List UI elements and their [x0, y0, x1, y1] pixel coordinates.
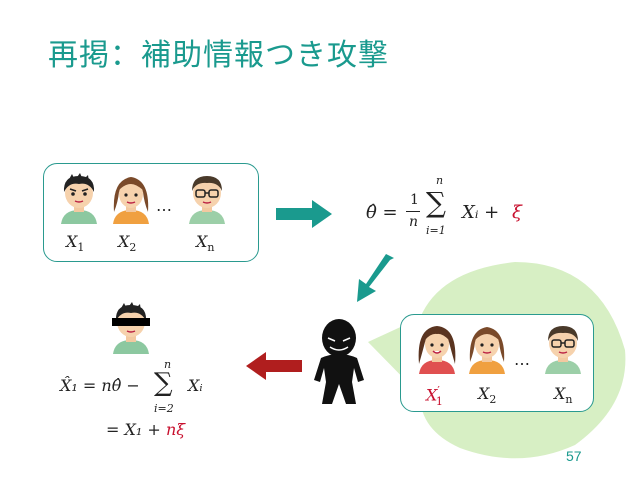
- sum-lower-limit: i=2: [154, 402, 174, 415]
- girl-avatar-icon: [113, 177, 149, 224]
- fraction-numerator: 1: [410, 192, 419, 208]
- estimator-formula: θ̂ = 1 n n ∑ i=1 Xᵢ + ξ: [366, 174, 566, 252]
- masked-attacker-icon: [314, 319, 364, 404]
- theta-hat-lhs: θ̂ =: [366, 202, 398, 223]
- summation-sign: ∑: [154, 368, 173, 398]
- noise-term: ξ: [512, 202, 522, 223]
- sum-term: Xᵢ: [188, 376, 203, 395]
- ellipsis: …: [156, 196, 172, 215]
- left-arrow-icon: [246, 352, 302, 380]
- boy-avatar-icon: [61, 173, 97, 224]
- label-x1-prime: X′1: [426, 384, 443, 408]
- fraction-denominator: n: [409, 214, 419, 230]
- slide-title: 再掲：補助情報つき攻撃: [48, 38, 389, 73]
- girl-avatar-icon: [469, 327, 505, 374]
- sum-lower-limit: i=1: [426, 224, 446, 237]
- sum-upper-limit: n: [436, 174, 444, 187]
- label-x2: X2: [118, 232, 137, 255]
- fraction-bar: [406, 211, 420, 212]
- down-left-arrow-icon: [357, 254, 394, 302]
- page-number: 57: [566, 448, 582, 464]
- right-arrow-icon: [276, 200, 332, 228]
- label-xn: Xn: [196, 232, 215, 255]
- glasses-man-avatar-icon: [189, 176, 225, 224]
- x1-hat-lhs: X̂₁ = nθ̂ −: [60, 376, 140, 395]
- label-x2: X2: [478, 384, 497, 407]
- glasses-man-avatar-icon: [545, 326, 581, 374]
- scaled-noise-term: nξ: [166, 420, 186, 439]
- summation-sign: ∑: [426, 186, 446, 219]
- sum-term: Xᵢ +: [462, 202, 500, 223]
- x1-equals: = X₁ +: [106, 420, 161, 439]
- label-x1: X1: [66, 232, 85, 255]
- attack-formula: X̂₁ = nθ̂ − n ∑ i=2 Xᵢ = X₁ + nξ: [60, 358, 260, 446]
- girl-avatar-icon: [418, 326, 456, 374]
- censored-boy-avatar-icon: [112, 302, 150, 354]
- sum-upper-limit: n: [164, 358, 172, 371]
- label-xn: Xn: [554, 384, 573, 407]
- ellipsis: …: [514, 350, 530, 369]
